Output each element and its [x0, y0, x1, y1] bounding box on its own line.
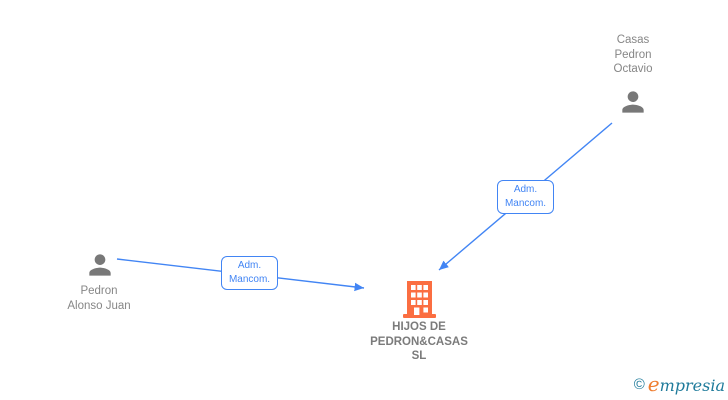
node-label-line: Alonso Juan: [67, 299, 131, 312]
node-label-line: PEDRON&CASAS: [370, 335, 468, 348]
node-label-line: Pedron: [614, 48, 652, 61]
edge-label-left-adm-mancom: Adm. Mancom.: [221, 256, 278, 290]
node-person-left[interactable]: [84, 249, 116, 281]
person-icon: [89, 254, 111, 276]
node-company[interactable]: [401, 281, 438, 319]
copyright-symbol: ©: [633, 376, 645, 393]
empresia-logo: ©empresia: [634, 372, 725, 396]
edge-label-right-adm-mancom: Adm. Mancom.: [497, 180, 554, 214]
person-icon: [622, 91, 644, 113]
node-label-line: Octavio: [613, 63, 653, 75]
node-label-line: Casas: [616, 34, 650, 46]
logo-initial: e: [647, 372, 660, 396]
building-icon: [403, 281, 436, 318]
node-label-person-left: Pedron Alonso Juan: [39, 284, 159, 313]
node-label-line: HIJOS DE: [392, 321, 446, 333]
node-label-company: HIJOS DE PEDRON&CASAS SL: [353, 320, 485, 364]
node-label-person-top-right: Casas Pedron Octavio: [573, 33, 693, 77]
node-label-line: Pedron: [80, 285, 118, 297]
node-person-top-right[interactable]: [617, 86, 649, 118]
node-label-line: SL: [411, 350, 427, 362]
edge-label-line: Mancom.: [228, 273, 271, 285]
edge-label-line: Adm.: [237, 260, 262, 271]
logo-text: mpresia: [659, 376, 725, 395]
edge-label-line: Mancom.: [504, 197, 547, 209]
edge-label-line: Adm.: [513, 184, 538, 195]
